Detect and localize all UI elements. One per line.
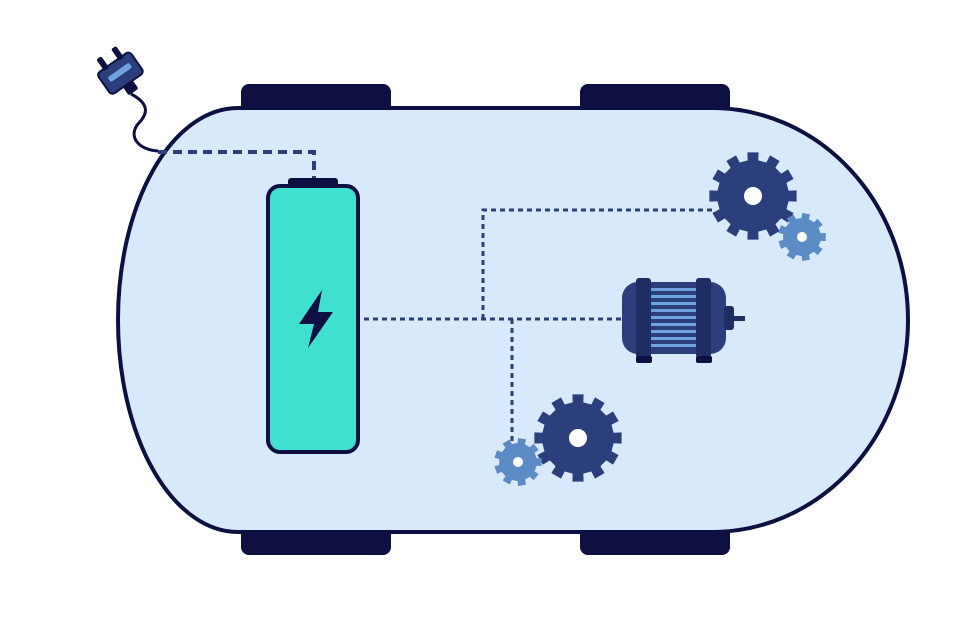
lightning-bolt-icon [299,290,333,348]
gear-icon [494,438,542,486]
motor-icon [622,278,745,363]
gear-icon [778,213,826,261]
gear-icon [709,152,797,240]
connection-battery-front-gear [481,208,712,319]
battery [266,178,360,454]
connection-plug-battery [158,150,316,178]
plug-cable [130,92,159,153]
gear-hole [513,457,523,467]
gear-icon [534,394,622,482]
connections-battery [364,208,712,444]
gear-hole [744,187,762,205]
gear-hole [569,429,587,447]
gear-hole [797,232,807,242]
plug-icon [97,46,144,95]
